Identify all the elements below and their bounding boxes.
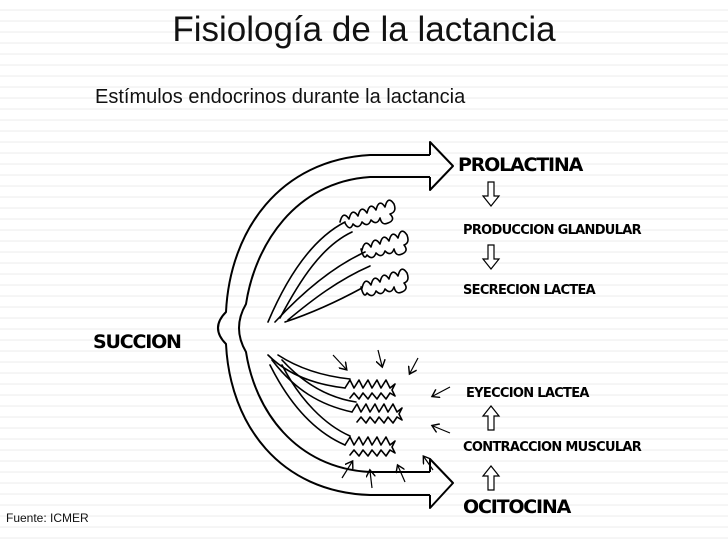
up-arrow-icon xyxy=(481,465,501,491)
lower-gland xyxy=(267,354,403,457)
lower-duct-1b xyxy=(277,354,351,380)
upper-duct-1 xyxy=(267,221,346,323)
arc-inner-line xyxy=(238,176,430,473)
small-arrow-icon xyxy=(433,386,451,396)
slide-title: Fisiología de la lactancia xyxy=(172,10,556,49)
small-arrow-icon xyxy=(341,462,352,479)
upper-alveoli-1 xyxy=(339,199,396,229)
lower-duct-3 xyxy=(269,364,346,446)
ocitocina-label: OCITOCINA xyxy=(463,496,571,518)
small-arrow-icon xyxy=(433,426,451,434)
small-arrow-icon xyxy=(410,357,419,373)
source-note: Fuente: ICMER xyxy=(6,511,89,525)
upper-duct-2 xyxy=(274,251,366,323)
contraction-arrows xyxy=(332,349,451,489)
small-arrow-icon xyxy=(398,466,406,483)
down-arrow-icon xyxy=(481,181,501,207)
lower-alveoli-3 xyxy=(344,436,396,457)
lower-duct-2 xyxy=(271,359,353,413)
arc-outer-line xyxy=(217,154,430,496)
lower-duct-2b xyxy=(281,359,357,403)
secrecion-lactea-label: SECRECION LACTEA xyxy=(463,283,596,298)
small-arrow-icon xyxy=(370,471,372,489)
up-arrow-icon xyxy=(481,405,501,431)
prolactina-label: PROLACTINA xyxy=(458,154,583,176)
lower-alveoli-1 xyxy=(344,379,396,400)
slide-subtitle: Estímulos endocrinos durante la lactanci… xyxy=(95,86,466,108)
label-arrows xyxy=(481,181,501,491)
upper-alveoli-3 xyxy=(360,268,409,297)
contraccion-muscular-label: CONTRACCION MUSCULAR xyxy=(463,440,642,455)
upper-duct-1b xyxy=(279,231,353,319)
small-arrow-icon xyxy=(424,457,434,471)
top-arrowhead xyxy=(429,141,454,191)
upper-duct-2b xyxy=(287,265,371,321)
small-arrow-icon xyxy=(332,354,346,369)
small-arrow-icon xyxy=(378,349,382,366)
lower-alveoli-2 xyxy=(351,403,403,424)
upper-alveoli-2 xyxy=(360,230,409,259)
lower-duct-3b xyxy=(281,364,351,437)
produccion-glandular-label: PRODUCCION GLANDULAR xyxy=(463,223,642,238)
succion-label: SUCCION xyxy=(93,331,182,353)
down-arrow-icon xyxy=(481,244,501,270)
upper-gland xyxy=(267,199,409,323)
upper-duct-3 xyxy=(284,287,363,323)
eyeccion-lactea-label: EYECCION LACTEA xyxy=(466,386,589,401)
bottom-arrowhead xyxy=(429,458,454,509)
